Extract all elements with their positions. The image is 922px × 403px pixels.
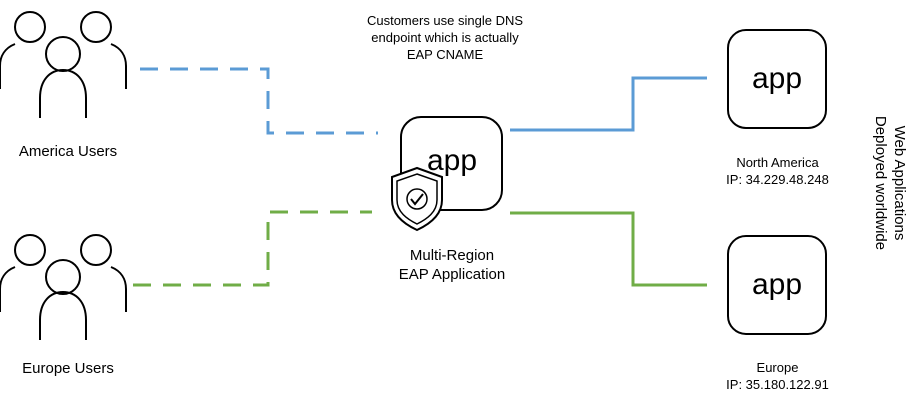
center-app-label-line2: EAP Application (398, 266, 506, 283)
america-users-icon (0, 11, 127, 118)
shield-check-icon (391, 166, 443, 232)
dns-caption: Customers use single DNS endpoint which … (340, 12, 550, 63)
europe-ip: IP: 35.180.122.91 (726, 377, 829, 392)
center-app-label-line1: Multi-Region (409, 247, 495, 264)
europe-app-box (727, 235, 827, 335)
center-app-label: Multi-Region EAP Application (362, 246, 542, 284)
europe-label-line1: Europe (756, 360, 799, 375)
center-app-text: app (427, 144, 477, 177)
north-america-ip: IP: 34.229.48.248 (726, 172, 829, 187)
europe-connector (510, 211, 707, 287)
north-america-label: North America IP: 34.229.48.248 (700, 154, 855, 188)
dns-caption-line2: endpoint which is actually (371, 30, 519, 45)
north-america-app-text: app (752, 62, 802, 95)
dns-caption-line3: EAP CNAME (406, 47, 484, 62)
america-dashed-connector (140, 67, 378, 135)
europe-label: Europe IP: 35.180.122.91 (700, 359, 855, 393)
north-america-connector (510, 76, 707, 132)
europe-app-text: app (752, 268, 802, 301)
dns-caption-line1: Customers use single DNS (366, 13, 524, 28)
north-america-app-box (727, 29, 827, 129)
europe-dashed-connector (133, 210, 372, 287)
side-title-line2: Deployed worldwide (872, 115, 889, 251)
europe-users-icon (0, 234, 127, 340)
north-america-label-line1: North America (736, 155, 819, 170)
europe-users-label: Europe Users (22, 360, 114, 377)
america-users-label: America Users (18, 143, 118, 160)
side-title: Web Applications Deployed worldwide (865, 98, 909, 268)
side-title-line1: Web Applications (891, 125, 908, 241)
